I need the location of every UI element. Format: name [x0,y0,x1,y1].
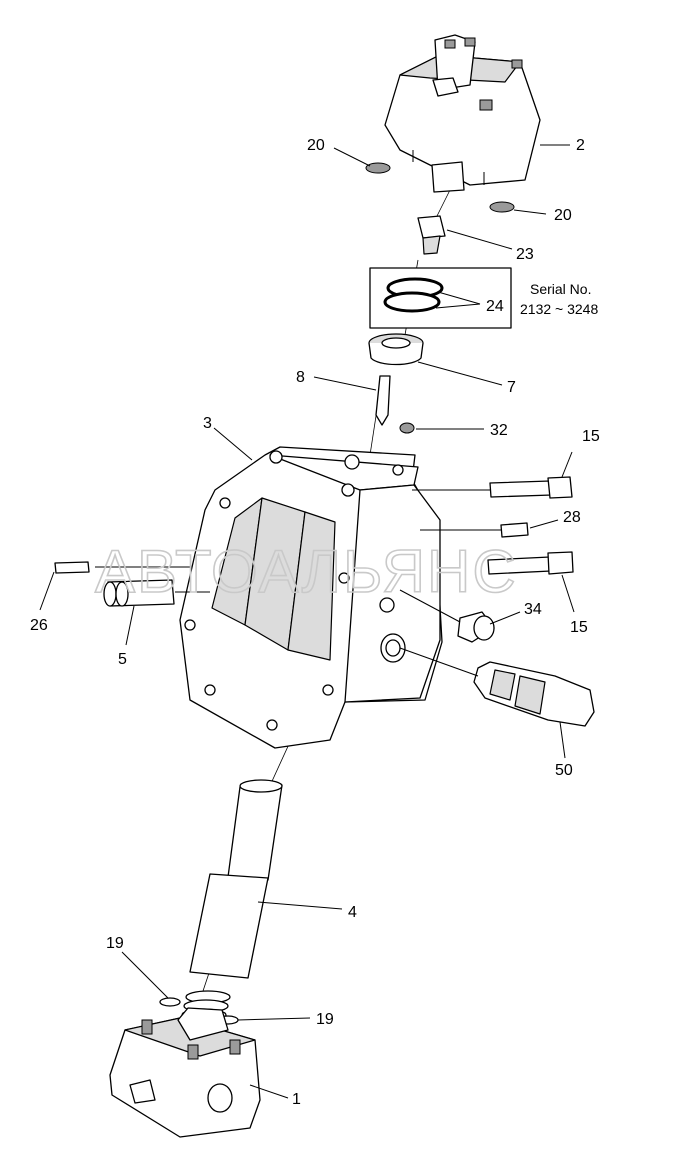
leader-20b [513,209,547,215]
part-23-cap-screw [417,215,446,255]
callout-50: 50 [555,762,573,779]
part-2-cover [384,34,541,193]
watermark-text: АВТОАЛЬЯНС [95,538,518,605]
part-20-oring-left [365,162,391,174]
part-50-relief-valve [399,647,595,727]
callout-34: 34 [524,601,542,618]
callout-19a: 19 [106,935,124,952]
leader-23 [446,229,513,250]
part-7-ring [368,333,424,366]
callout-2: 2 [576,137,585,154]
callout-1: 1 [292,1091,301,1108]
part-32-plug [399,422,415,434]
part-15-bolt-lower [487,551,574,575]
part-4-shaft [189,779,283,979]
leader-15b [561,574,575,613]
callout-32: 32 [490,422,508,439]
leader-8 [313,376,377,391]
leader-26 [39,571,55,611]
callout-28: 28 [563,509,581,526]
leader-20a [333,147,371,167]
leader-7 [417,361,503,386]
part-20-oring-right [489,201,515,213]
leader-19b [237,1017,311,1021]
leader-28 [529,519,559,529]
part-28-set-screw [420,522,529,538]
leader-1 [249,1084,289,1099]
leader-34 [489,611,521,625]
callout-20b: 20 [554,207,572,224]
leader-15a [561,451,573,478]
callout-23: 23 [516,246,534,263]
part-5-sleeve [103,579,210,607]
callout-24: 24 [486,298,504,315]
callout-7: 7 [507,379,516,396]
serial-range: 2132 ~ 3248 [520,301,598,317]
callout-20a: 20 [307,137,325,154]
callout-4: 4 [348,904,357,921]
leader-24b [435,303,481,309]
callout-8: 8 [296,369,305,386]
part-26-pin [54,561,190,574]
leader-3 [213,427,253,461]
callout-26: 26 [30,617,48,634]
callout-3: 3 [203,415,212,432]
callout-5: 5 [118,651,127,668]
part-1-bottom-block [109,1007,261,1138]
leader-50 [559,721,566,759]
callout-19b: 19 [316,1011,334,1028]
leader-5 [125,605,135,646]
part-8-pin [375,375,391,426]
leader-4 [257,901,343,910]
part-24-oring-lower [383,291,441,313]
axis-line-top [434,189,451,221]
callout-15a: 15 [582,428,600,445]
serial-label: Serial No. [530,281,591,297]
callout-15b: 15 [570,619,588,636]
part-3-pump-body [179,446,443,749]
leader-19a [121,951,169,999]
part-15-bolt-upper [412,476,573,499]
leader-24a [437,291,481,305]
part-34-plug [399,589,495,643]
